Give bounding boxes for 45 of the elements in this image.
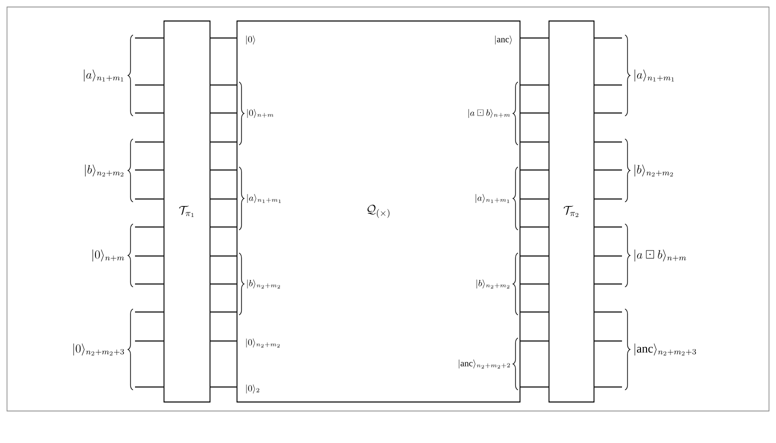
state-label: $|0\rangle$: [246, 35, 255, 44]
wire: [134, 112, 164, 114]
state-label: $|0\rangle_{n+m}$: [92, 250, 124, 262]
state-label: $|a\rangle_{n_1+m_1}$: [84, 70, 124, 82]
wire: [594, 340, 622, 342]
gate-box: $\mathcal{T}_{\pi_1}$: [164, 20, 210, 402]
state-label: $|0\rangle_2$: [246, 384, 260, 394]
wire: [210, 340, 237, 342]
state-label: $|0\rangle_{n_2+m_2}$: [246, 338, 280, 348]
wire: [134, 84, 164, 86]
wire: [594, 198, 622, 200]
wire: [134, 198, 164, 200]
state-label: $|a\rangle_{n_1+m_1}$: [247, 194, 281, 203]
wire: [210, 226, 237, 228]
wire: [520, 84, 549, 86]
wire: [594, 112, 622, 114]
wire: [594, 226, 622, 228]
wire: [210, 198, 237, 200]
state-label: $|0\rangle_{n+m}$: [247, 108, 274, 118]
wire: [594, 386, 622, 388]
state-label: $|a \boxdot b\rangle_{n+m}$: [468, 108, 510, 118]
state-label: $|b\rangle_{n_2+m_2}$: [634, 164, 673, 176]
state-label: $|\mathrm{anc}\rangle_{n_2+m_2+3}$: [634, 344, 696, 356]
state-label: $|a \boxdot b\rangle_{n+m}$: [634, 250, 686, 262]
wire: [210, 386, 237, 388]
state-label: $|\mathrm{anc}\rangle$: [495, 35, 512, 44]
wire: [520, 226, 549, 228]
wire: [210, 112, 237, 114]
wire: [520, 386, 549, 388]
wire: [520, 198, 549, 200]
gate-box: $\mathcal{T}_{\pi_2}$: [548, 20, 594, 402]
wire: [134, 340, 164, 342]
wire: [134, 226, 164, 228]
state-label: $|\mathrm{anc}\rangle_{n_2+m_2+2}$: [458, 359, 510, 368]
state-label: $|b\rangle_{n_2+m_2}$: [85, 164, 124, 176]
state-label: $|b\rangle_{n_2+m_2}$: [476, 279, 510, 288]
wire: [134, 386, 164, 388]
wire: [520, 112, 549, 114]
state-label: $|a\rangle_{n_1+m_1}$: [634, 70, 674, 82]
state-label: $|a\rangle_{n_1+m_1}$: [476, 194, 510, 203]
state-label: $|0\rangle_{n_2+m_2+3}$: [73, 344, 124, 356]
wire: [520, 340, 549, 342]
wire: [594, 84, 622, 86]
state-label: $|b\rangle_{n_2+m_2}$: [247, 279, 280, 288]
wire: [210, 84, 237, 86]
